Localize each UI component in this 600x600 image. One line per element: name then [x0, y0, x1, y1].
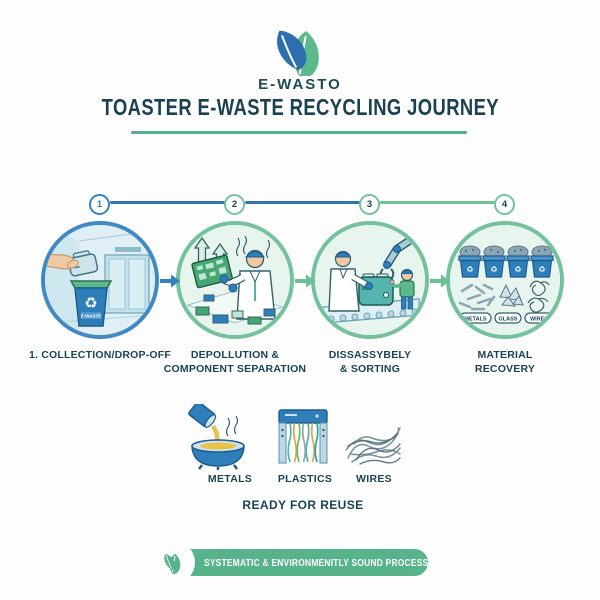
- caption-recovery: MATERIAL RECOVERY: [474, 349, 536, 375]
- melting-pot: [191, 439, 245, 470]
- title-underline: [131, 131, 467, 134]
- timeline-step-3: 3: [359, 194, 380, 215]
- timeline-step-4: 4: [494, 194, 515, 215]
- step-number: 1: [96, 199, 103, 210]
- toaster-on-belt-icon: [358, 273, 394, 306]
- arrow-right-icon: [295, 274, 315, 288]
- separated-components: [195, 294, 276, 325]
- metal-scraps-pile: [458, 283, 496, 311]
- timeline-step-2: 2: [224, 194, 245, 215]
- sorted-material-bins: ♻ ♻ ♻ ♻: [458, 245, 554, 278]
- plastic-strands: [287, 422, 319, 463]
- metals-smelting-icon: [188, 404, 245, 470]
- timeline-connector-3: [379, 201, 495, 204]
- material-tags: METALS GLASS WIRES: [459, 312, 554, 324]
- output-label-metals: METALS: [207, 473, 253, 485]
- depollution-illustration: [180, 225, 290, 335]
- process-circle-disassembly: [311, 221, 429, 339]
- heat-waves-icon: [235, 235, 271, 259]
- caption-disassembly: DISSASSYBELY & SORTING: [328, 349, 412, 375]
- timeline-step-1: 1: [89, 194, 110, 215]
- tag-metals: METALS: [464, 316, 487, 322]
- svg-text:♻: ♻: [466, 265, 473, 274]
- bin-label: E-WASTE: [81, 313, 102, 318]
- wires-pile: [527, 280, 550, 313]
- disassembly-illustration: [315, 225, 425, 335]
- crucible: [188, 404, 217, 428]
- arrow-right-icon: [160, 274, 180, 288]
- svg-text:♻: ♻: [514, 265, 521, 274]
- caption-depollution: DEPOLLUTION & COMPONENT SEPARATION: [163, 349, 307, 375]
- heat-waves-icon: [225, 415, 239, 437]
- toaster-icon: [67, 250, 99, 277]
- tag-glass: GLASS: [499, 316, 518, 322]
- assistant-worker-icon: [389, 268, 415, 310]
- wires-pile-icon: [345, 427, 401, 465]
- doorway: [104, 247, 150, 314]
- footer-banner: SYSTEMATIC & ENVIRONMENITLY SOUND PROCES…: [152, 541, 429, 584]
- logo-leaf-left-icon: [277, 30, 307, 71]
- caption-collection: 1. COLLECTION/DROP-OFF: [28, 349, 172, 361]
- tag-wires: WIRES: [530, 316, 548, 322]
- process-circle-depollution: [176, 221, 294, 339]
- worker-icon: [222, 249, 276, 320]
- hand-icon: [45, 253, 79, 270]
- banner-leaf-circle: [152, 541, 195, 584]
- recycle-symbol-icon: ♻ ♻ ♻ ♻: [466, 265, 545, 274]
- glass-shards-pile: [499, 283, 524, 307]
- timeline-connector-1: [110, 201, 226, 204]
- svg-text:♻: ♻: [490, 265, 497, 274]
- svg-text:♻: ♻: [538, 265, 545, 274]
- output-label-plastics: PLASTICS: [277, 473, 333, 485]
- recycle-symbol-icon: ♻: [84, 295, 97, 312]
- logo-leaves-icon: [277, 30, 319, 76]
- banner-text: SYSTEMATIC & ENVIRONMENITLY SOUND PROCES…: [204, 556, 429, 569]
- collection-illustration: ♻ E-WASTE: [45, 225, 155, 335]
- page-title: TOASTER E-WASTE RECYCLING JOURNEY: [101, 94, 499, 120]
- brand-name: E-WASTO: [258, 76, 342, 93]
- step-number: 2: [231, 199, 238, 210]
- output-label-wires: WIRES: [356, 473, 392, 485]
- plastics-shredder-icon: [278, 409, 328, 464]
- step-number: 4: [501, 199, 508, 210]
- glove-icon: [228, 283, 238, 293]
- worker-icon: [328, 250, 373, 312]
- recovery-illustration: ♻♻ ♻♻ MET: [450, 225, 560, 335]
- process-circle-recovery: ♻♻ ♻♻ MET: [446, 221, 564, 339]
- timeline-connector-2: [245, 201, 360, 204]
- ewaste-bin-icon: ♻ E-WASTE: [69, 280, 113, 327]
- glove-icon: [219, 274, 229, 284]
- arrow-right-icon: [430, 274, 450, 288]
- process-circle-collection: ♻ E-WASTE: [41, 221, 159, 339]
- step-number: 3: [366, 199, 373, 210]
- banner-leaf-icon: [163, 553, 180, 574]
- ready-for-reuse-text: READY FOR REUSE: [242, 498, 364, 512]
